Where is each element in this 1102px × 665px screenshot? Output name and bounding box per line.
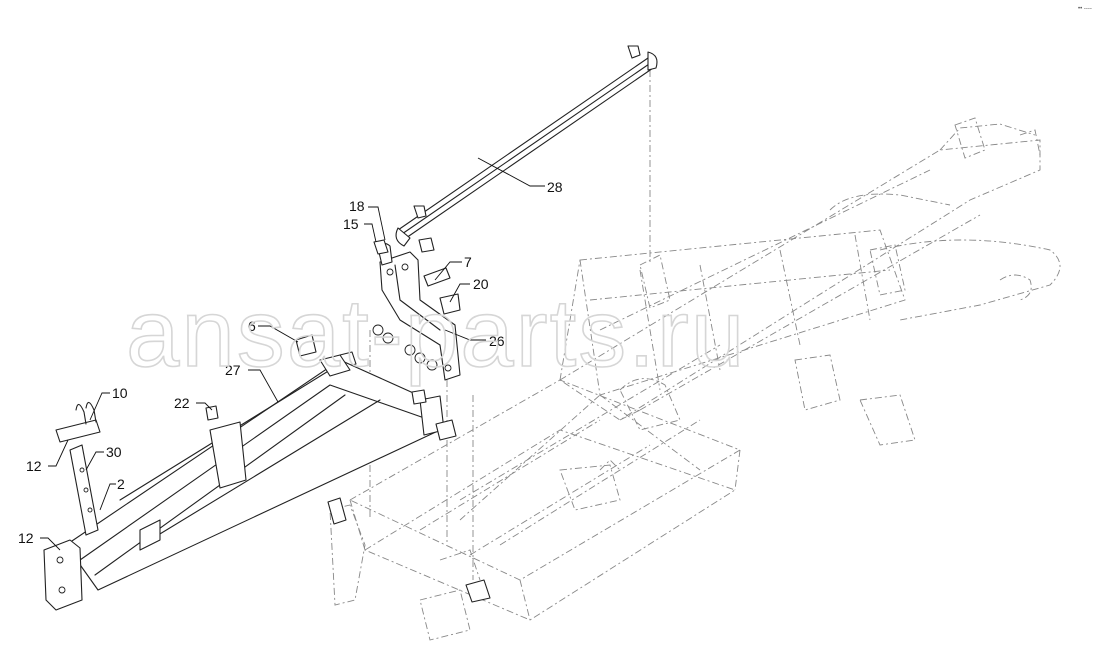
- part-label-27: 27: [225, 362, 241, 378]
- jack-stand-30: [55, 401, 101, 536]
- part-label-18: 18: [349, 198, 365, 214]
- tension-rod-28: [395, 45, 658, 247]
- bracket-26: [377, 242, 461, 381]
- part-label-28: 28: [547, 179, 563, 195]
- part-label-30: 30: [106, 444, 122, 460]
- leader-lines: [40, 157, 545, 551]
- part-label-10: 10: [112, 385, 128, 401]
- phantom-frame: [329, 70, 1061, 641]
- part-label-26: 26: [489, 333, 505, 349]
- part-number-labels: 28 18 15 7 20 6 26 27 10 22 30 12 2 12: [18, 179, 563, 546]
- part-label-12-upper: 12: [26, 458, 42, 474]
- hitch-plate: [43, 539, 83, 611]
- part-label-22: 22: [174, 395, 190, 411]
- part-label-12-lower: 12: [18, 530, 34, 546]
- part-label-7: 7: [464, 254, 472, 270]
- part-label-6: 6: [248, 318, 256, 334]
- drawbar-27: [65, 354, 457, 591]
- part-label-2: 2: [117, 476, 125, 492]
- part-label-20: 20: [473, 276, 489, 292]
- corner-mark: •• ----: [1078, 6, 1092, 12]
- watermark-text: ansat-parts.ru: [126, 280, 746, 387]
- part-label-15: 15: [343, 216, 359, 232]
